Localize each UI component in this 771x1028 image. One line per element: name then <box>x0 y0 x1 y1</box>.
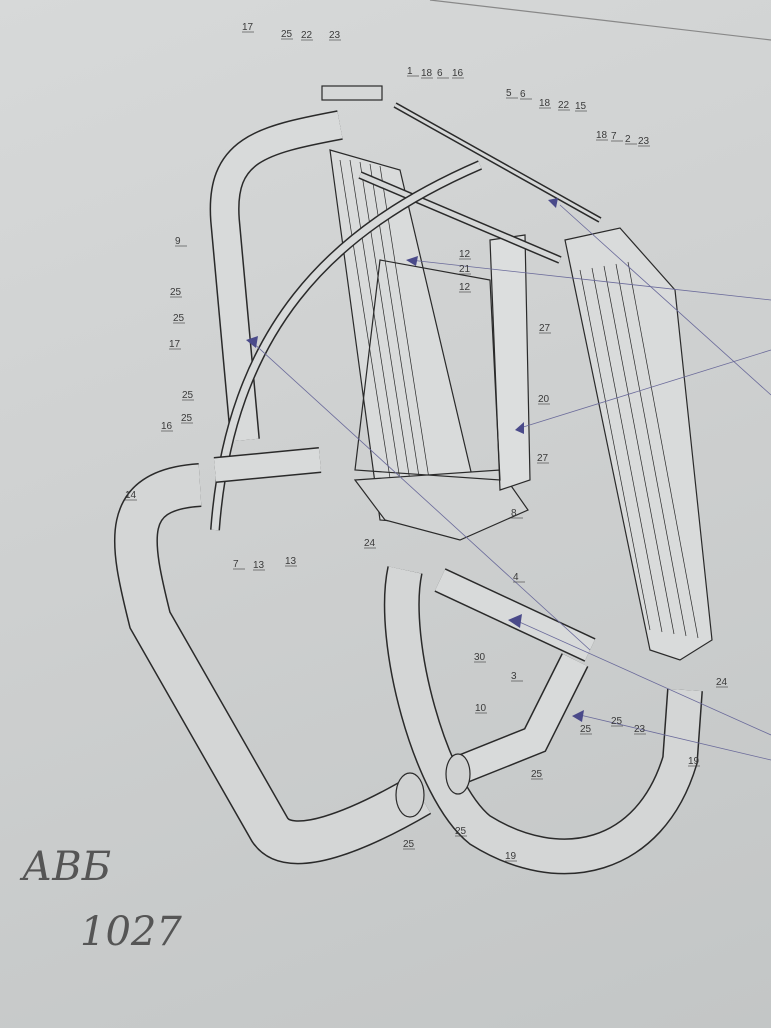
callout-label: 2 <box>625 134 631 145</box>
callout-label: 24 <box>716 677 728 688</box>
callout-label: 14 <box>125 490 137 501</box>
callout-label: 23 <box>634 724 646 735</box>
callout-label: 22 <box>301 30 313 41</box>
callout-label: 18 <box>539 98 551 109</box>
callout-label: 24 <box>364 538 376 549</box>
callout-label: 10 <box>475 703 487 714</box>
callout-label: 17 <box>242 22 254 33</box>
pipe-end <box>395 772 425 818</box>
arrow-marker-icon <box>572 710 584 722</box>
callout-label: 21 <box>459 264 471 275</box>
callout-label: 7 <box>233 559 239 570</box>
callout-label: 18 <box>596 130 608 141</box>
right-radiator-fins <box>579 261 699 639</box>
callout-label: 25 <box>455 826 467 837</box>
callout-label: 27 <box>539 323 551 334</box>
callout-label: 17 <box>169 339 181 350</box>
callout-label: 16 <box>161 421 173 432</box>
callout-label: 27 <box>537 453 549 464</box>
callout-label: 25 <box>173 313 185 324</box>
handwritten-code: АВБ <box>19 844 111 890</box>
bracket <box>489 234 531 491</box>
arrow-marker-icon <box>508 614 522 628</box>
callout-label: 18 <box>421 68 433 79</box>
callout-label: 1 <box>407 66 413 77</box>
arrow-marker-icon <box>515 422 524 434</box>
filler-cap <box>321 85 383 101</box>
callout-label: 25 <box>182 390 194 401</box>
callout-label: 22 <box>558 100 570 111</box>
callout-label: 16 <box>452 68 464 79</box>
callout-label: 23 <box>638 136 650 147</box>
callout-label: 25 <box>170 287 182 298</box>
callout-label: 12 <box>459 282 471 293</box>
callout-label: 6 <box>437 68 443 79</box>
callout-label: 20 <box>538 394 550 405</box>
frame <box>354 259 501 481</box>
leader-lines <box>249 204 771 761</box>
arrow-markers <box>246 198 584 722</box>
callout-label: 8 <box>511 508 517 519</box>
arrow-marker-icon <box>548 198 558 208</box>
pipe-end <box>445 753 471 795</box>
callout-label: 12 <box>459 249 471 260</box>
callout-label: 30 <box>474 652 486 663</box>
callout-label: 25 <box>181 413 193 424</box>
callout-label: 3 <box>511 671 517 682</box>
assembly-lines <box>113 0 771 875</box>
callout-label: 15 <box>575 101 587 112</box>
sheet-border <box>429 0 771 41</box>
callout-label: 25 <box>580 724 592 735</box>
callout-label: 25 <box>403 839 415 850</box>
callout-label: 25 <box>281 29 293 40</box>
callout-label: 13 <box>253 560 265 571</box>
callout-label: 4 <box>513 572 519 583</box>
lower-tank <box>353 469 529 541</box>
callout-label: 7 <box>611 131 617 142</box>
callout-label: 9 <box>175 236 181 247</box>
callout-label: 25 <box>531 769 543 780</box>
callout-label: 23 <box>329 30 341 41</box>
callout-label: 13 <box>285 556 297 567</box>
callout-label: 5 <box>506 88 512 99</box>
handwritten-number: 1027 <box>80 909 182 955</box>
right-radiator <box>564 227 713 661</box>
callout-label: 6 <box>520 89 526 100</box>
arrow-marker-icon <box>246 336 258 348</box>
callout-label: 19 <box>688 756 700 767</box>
callout-label: 25 <box>611 716 623 727</box>
callout-label: 19 <box>505 851 517 862</box>
arrow-marker-icon <box>406 256 418 266</box>
